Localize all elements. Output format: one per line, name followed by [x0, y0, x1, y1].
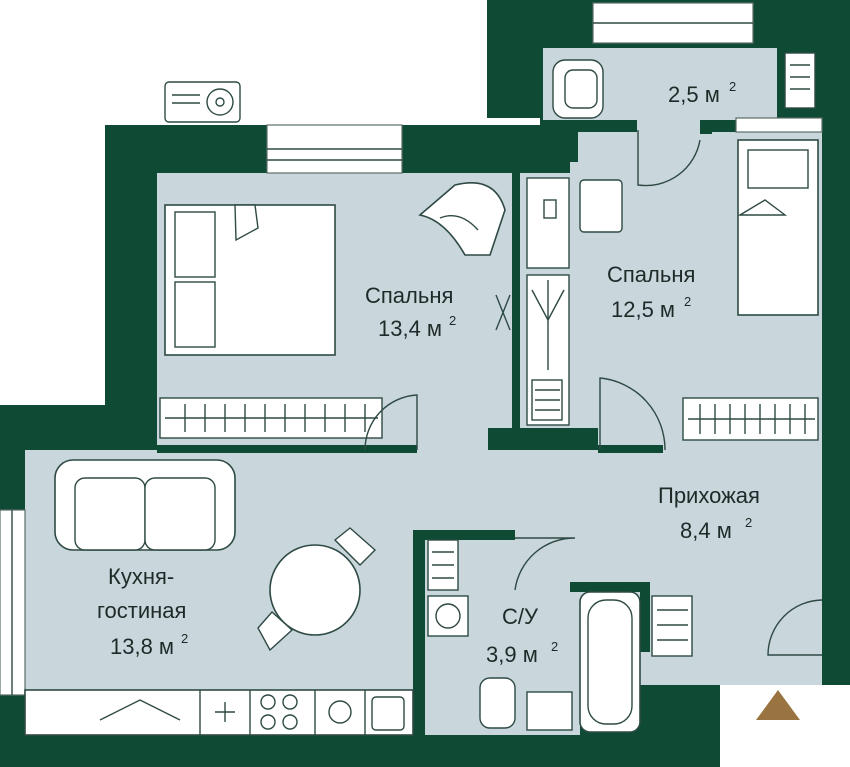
inner-walls [157, 120, 850, 735]
bedroom-right-area-sup: 2 [684, 294, 691, 309]
kitchen-area-sup: 2 [181, 631, 188, 646]
balcony-area-sup: 2 [729, 79, 736, 94]
bedroom-left-name: Спальня [365, 283, 453, 308]
hallway-name: Прихожая [658, 483, 760, 508]
bathroom-name: С/У [502, 604, 539, 629]
room-label-kitchen: Кухня- гостиная 13,8 м 2 [97, 564, 188, 659]
room-label-balcony: 2,5 м 2 [668, 79, 736, 107]
bathroom-area: 3,9 м [486, 642, 538, 667]
balcony-fixtures [552, 52, 816, 119]
north-marker-icon [756, 690, 800, 720]
room-label-bedroom-right: Спальня 12,5 м 2 [607, 262, 695, 322]
bedroom-right-area: 12,5 м [611, 297, 675, 322]
windows [0, 2, 823, 696]
bedroom-left-area-sup: 2 [449, 313, 456, 328]
kitchen-fixtures [24, 459, 414, 736]
kitchen-area: 13,8 м [110, 634, 174, 659]
bathroom-area-sup: 2 [551, 639, 558, 654]
room-label-bedroom-left: Спальня 13,4 м 2 [365, 283, 456, 341]
balcony-area: 2,5 м [668, 82, 720, 107]
closet-fixtures [526, 130, 701, 426]
ac-unit-icon [164, 81, 241, 123]
kitchen-name-line1: Кухня- [108, 564, 174, 589]
hallway-area-sup: 2 [745, 515, 752, 530]
left-bedroom-fixtures [159, 181, 511, 451]
room-label-hallway: Прихожая 8,4 м 2 [658, 483, 760, 543]
bedroom-left-area: 13,4 м [378, 316, 442, 341]
hallway-area: 8,4 м [680, 518, 732, 543]
right-bedroom-fixtures [599, 139, 819, 451]
bathroom-fixtures [427, 537, 823, 733]
room-label-bathroom: С/У 3,9 м 2 [486, 604, 558, 667]
kitchen-name-line2: гостиная [97, 598, 186, 623]
bedroom-right-name: Спальня [607, 262, 695, 287]
